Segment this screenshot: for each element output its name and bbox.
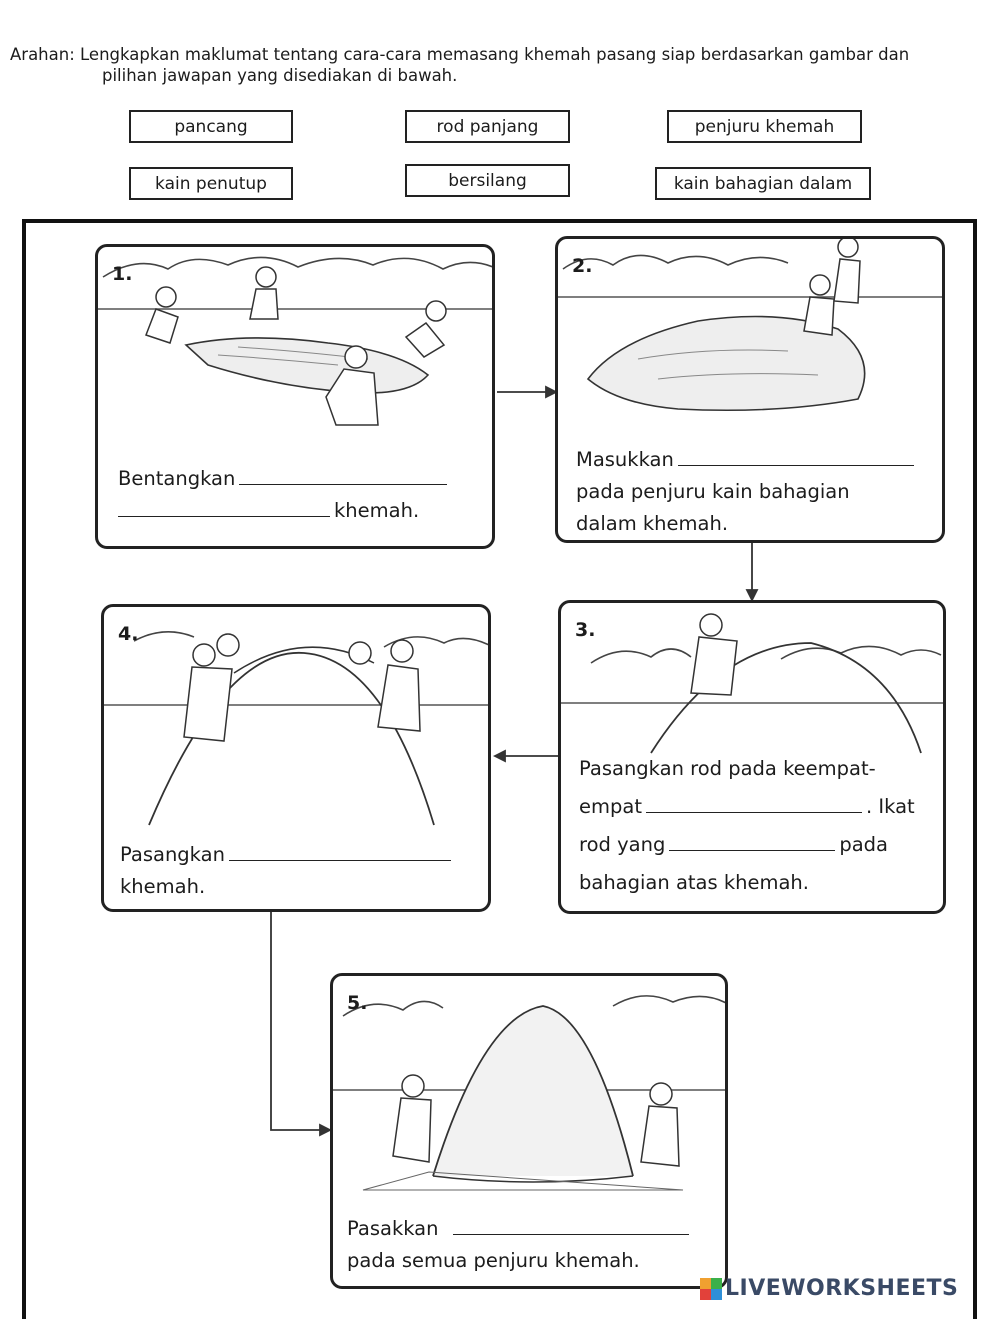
answer-blank-5[interactable] xyxy=(453,1216,689,1235)
caption-text: pada semua penjuru khemah. xyxy=(347,1249,640,1272)
step-4-caption: Pasangkan khemah. xyxy=(120,839,455,903)
step-number: 4. xyxy=(118,623,138,645)
caption-text: rod yang xyxy=(579,833,665,856)
step-panel-4: 4. Pasangkan khemah. xyxy=(101,604,491,912)
step-5-caption: Pasakkan pada semua penjuru khemah. xyxy=(347,1213,693,1277)
step-number: 1. xyxy=(112,263,132,285)
arrow-4-to-5 xyxy=(271,912,320,1130)
caption-text: Bentangkan xyxy=(118,467,235,490)
answer-blank-3b[interactable] xyxy=(669,832,835,851)
step-panel-3: 3. Pasangkan rod pada keempat- empat . Ik… xyxy=(558,600,946,914)
caption-text: Masukkan xyxy=(576,448,674,471)
caption-text: . Ikat xyxy=(866,795,915,818)
step-panel-5: 5. Pasakkan pada semua penjuru khemah. xyxy=(330,973,728,1289)
caption-text: Pasangkan xyxy=(120,843,225,866)
step-number: 3. xyxy=(575,619,595,641)
step-panel-2: 2. Masukkan pada penjuru kain bahagian d… xyxy=(555,236,945,543)
step-number: 2. xyxy=(572,255,592,277)
caption-text: bahagian atas khemah. xyxy=(579,871,809,894)
answer-blank-2[interactable] xyxy=(678,447,914,466)
arrowhead-icon xyxy=(747,590,757,600)
step-panel-1: 1. Bentangkan khemah. xyxy=(95,244,495,549)
caption-text: pada xyxy=(839,833,888,856)
caption-text: Pasakkan xyxy=(347,1217,439,1240)
logo-icon xyxy=(700,1278,722,1300)
logo-text: LIVEWORKSHEETS xyxy=(725,1276,958,1301)
answer-blank-1a[interactable] xyxy=(239,466,447,485)
step-2-caption: Masukkan pada penjuru kain bahagian dala… xyxy=(576,444,918,540)
step-number: 5. xyxy=(347,992,367,1014)
liveworksheets-logo[interactable]: LIVEWORKSHEETS xyxy=(700,1276,958,1301)
caption-text: pada penjuru kain bahagian xyxy=(576,480,850,503)
caption-text: Pasangkan rod pada keempat- xyxy=(579,757,876,780)
caption-text: khemah. xyxy=(120,875,205,898)
answer-blank-4[interactable] xyxy=(229,842,451,861)
caption-text: empat xyxy=(579,795,642,818)
arrowhead-icon xyxy=(320,1125,330,1135)
caption-text: khemah. xyxy=(334,499,419,522)
arrowhead-icon xyxy=(495,751,505,761)
caption-text: dalam khemah. xyxy=(576,512,728,535)
answer-blank-1b[interactable] xyxy=(118,498,330,517)
answer-blank-3a[interactable] xyxy=(646,794,862,813)
step-3-caption: Pasangkan rod pada keempat- empat. Ikat … xyxy=(579,750,915,902)
step-1-caption: Bentangkan khemah. xyxy=(118,463,451,527)
